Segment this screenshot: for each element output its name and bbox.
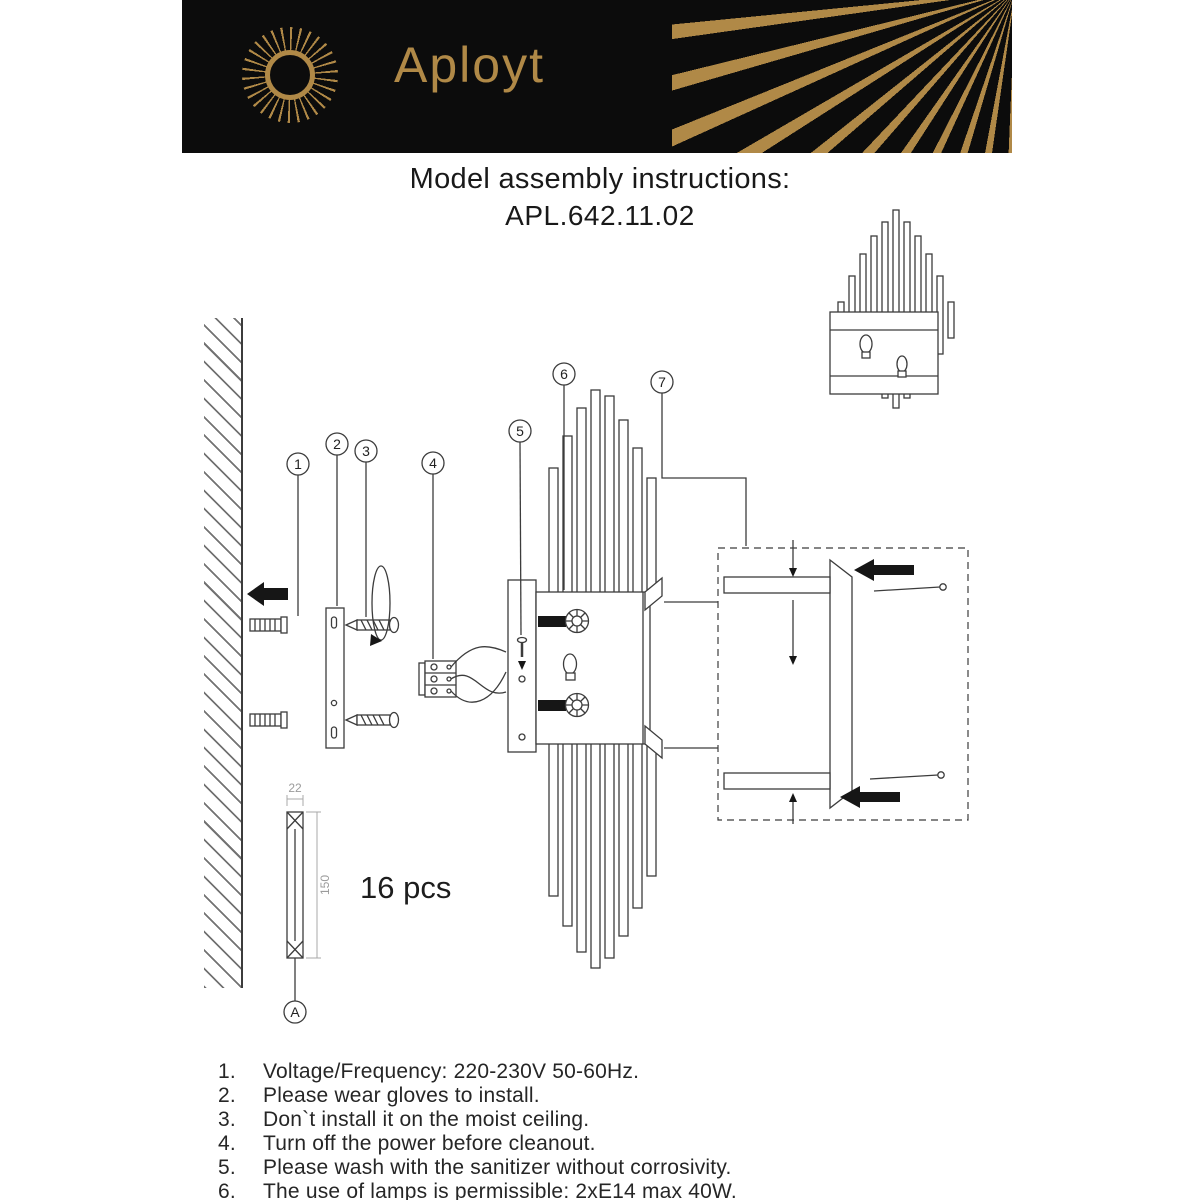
lamp-sockets bbox=[564, 608, 590, 718]
callout-7-label: 7 bbox=[658, 374, 666, 390]
pieces-count: 16 pcs bbox=[360, 870, 451, 905]
callout-3: 3 bbox=[354, 439, 378, 463]
wall-insert-arrow bbox=[247, 582, 288, 606]
terminal-block bbox=[418, 660, 457, 698]
callout-2: 2 bbox=[325, 432, 349, 456]
fixture-back-plate bbox=[507, 579, 537, 753]
callout-6-label: 6 bbox=[560, 366, 568, 382]
dim-length-label: 150 bbox=[318, 875, 332, 895]
wall-hatch bbox=[204, 318, 243, 988]
fixture-body bbox=[535, 576, 663, 760]
instruction-number: 3. bbox=[218, 1108, 236, 1131]
connector-lines bbox=[664, 601, 718, 749]
detail-callout-a: A bbox=[283, 958, 307, 1024]
sunburst-rays-decoration bbox=[672, 0, 1012, 153]
instruction-text: The use of lamps is permissible: 2xE14 m… bbox=[263, 1180, 737, 1200]
callout-1: 1 bbox=[286, 452, 310, 476]
instruction-text: Don`t install it on the moist ceiling. bbox=[263, 1108, 590, 1131]
instruction-item: 6. The use of lamps is permissible: 2xE1… bbox=[218, 1180, 998, 1200]
instruction-item: 5. Please wash with the sanitizer withou… bbox=[218, 1156, 998, 1180]
instruction-number: 4. bbox=[218, 1132, 236, 1155]
dim-width-label: 22 bbox=[288, 781, 302, 795]
callout-6: 6 bbox=[552, 362, 576, 386]
callout-4: 4 bbox=[421, 451, 445, 475]
instruction-item: 3. Don`t install it on the moist ceiling… bbox=[218, 1108, 998, 1132]
instruction-item: 2. Please wear gloves to install. bbox=[218, 1084, 998, 1108]
callout-4-label: 4 bbox=[429, 455, 437, 471]
brand-sunburst-logo-icon bbox=[242, 27, 338, 123]
instruction-text: Turn off the power before cleanout. bbox=[263, 1132, 596, 1155]
instruction-list: 1. Voltage/Frequency: 220-230V 50-60Hz. … bbox=[218, 1060, 998, 1200]
callout-1-label: 1 bbox=[294, 456, 302, 472]
detail-rod-piece bbox=[286, 811, 304, 959]
bulb bbox=[562, 653, 578, 681]
rotation-arrow bbox=[370, 565, 391, 646]
panel-assembly-detail bbox=[717, 540, 969, 824]
wires bbox=[450, 646, 507, 703]
instruction-number: 2. bbox=[218, 1084, 236, 1107]
instruction-number: 5. bbox=[218, 1156, 236, 1179]
callout-3-label: 3 bbox=[362, 443, 370, 459]
detail-dimensions: 22 150 bbox=[286, 781, 332, 959]
brand-banner: Aployt bbox=[182, 0, 1012, 153]
instruction-text: Please wash with the sanitizer without c… bbox=[263, 1156, 732, 1179]
instruction-text: Please wear gloves to install. bbox=[263, 1084, 540, 1107]
instruction-number: 6. bbox=[218, 1180, 236, 1200]
model-number: APL.642.11.02 bbox=[505, 200, 695, 231]
callout-leaders bbox=[297, 385, 747, 659]
mounting-bracket bbox=[325, 607, 345, 749]
page-title: Model assembly instructions: bbox=[409, 163, 791, 195]
callout-7: 7 bbox=[650, 370, 674, 394]
wall-anchors bbox=[249, 616, 288, 729]
callout-5: 5 bbox=[508, 419, 532, 443]
callout-2-label: 2 bbox=[333, 436, 341, 452]
instruction-item: 1. Voltage/Frequency: 220-230V 50-60Hz. bbox=[218, 1060, 998, 1084]
title-block: Model assembly instructions: APL.642.11.… bbox=[0, 163, 1200, 232]
instruction-number: 1. bbox=[218, 1060, 236, 1083]
callout-5-label: 5 bbox=[516, 423, 524, 439]
instruction-item: 4. Turn off the power before cleanout. bbox=[218, 1132, 998, 1156]
mounting-screws bbox=[344, 616, 400, 729]
instruction-text: Voltage/Frequency: 220-230V 50-60Hz. bbox=[263, 1060, 640, 1083]
detail-a-label: A bbox=[290, 1004, 300, 1020]
brand-name: Aployt bbox=[394, 37, 545, 93]
assembled-product-view bbox=[829, 209, 955, 409]
